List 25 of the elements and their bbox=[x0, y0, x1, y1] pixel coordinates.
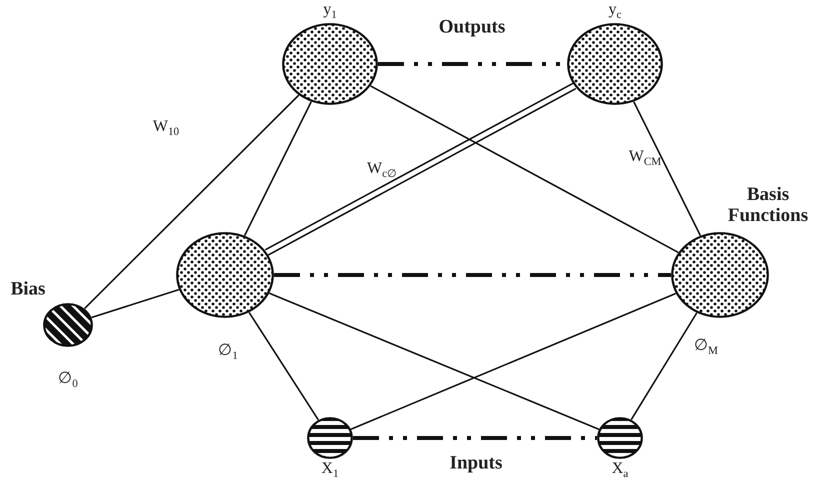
node-symbol-label: ∅$_{M}$ bbox=[694, 336, 718, 358]
node-symbol-label: y$_{1}$ bbox=[323, 0, 337, 22]
node-symbol-label: X$_{a}$ bbox=[612, 460, 628, 480]
dash-dot-line bbox=[353, 436, 597, 440]
connection-line bbox=[248, 312, 320, 420]
dash-dot-line bbox=[274, 273, 671, 277]
layer-label: Basis Functions bbox=[726, 185, 810, 227]
connection-line bbox=[84, 94, 300, 310]
connection-line bbox=[633, 101, 702, 236]
connection-line bbox=[630, 312, 698, 420]
connection-line bbox=[244, 101, 312, 236]
node-symbol-label: X$_{1}$ bbox=[321, 460, 339, 480]
node-symbol-label: ∅$_{1}$ bbox=[218, 342, 238, 362]
node-symbol-label: ∅$_{0}$ bbox=[58, 370, 78, 390]
weight-label: W$_{c∅}$ bbox=[366, 160, 398, 180]
connection-line bbox=[269, 292, 600, 430]
weight-label: W$_{10}$ bbox=[152, 118, 180, 138]
node-symbol-label: y$_{c}$ bbox=[608, 0, 622, 22]
connection-line bbox=[91, 288, 180, 318]
connection-line bbox=[350, 292, 676, 430]
layer-label: Inputs bbox=[450, 454, 502, 474]
connection-line bbox=[370, 85, 679, 254]
group-label: Bias bbox=[10, 280, 46, 300]
weight-label: W$_{CM}$ bbox=[628, 148, 662, 168]
layer-label: Outputs bbox=[438, 18, 506, 38]
